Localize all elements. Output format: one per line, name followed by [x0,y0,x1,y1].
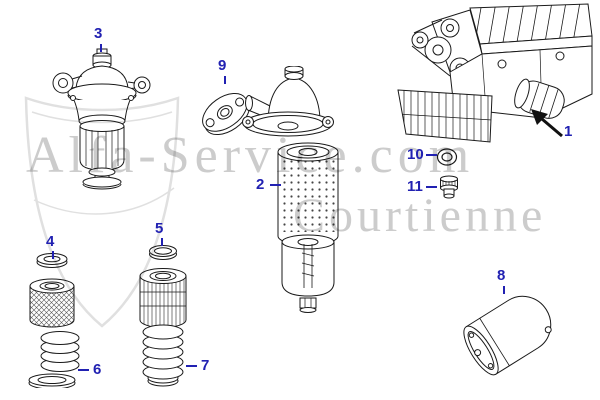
watermark-text-line1: Alfa-Service.com [26,127,475,184]
part-9-gasket-drawing [198,86,254,142]
leader-line-10 [426,154,437,156]
part-2-filter-element-drawing [268,138,348,318]
part-11-plug-drawing [436,174,462,202]
part-label-8: 8 [497,267,506,284]
leader-line-6 [78,369,89,371]
part-label-9: 9 [218,57,227,74]
part-label-10: 10 [407,146,424,163]
shield-watermark [24,96,180,328]
filter-housing-cover-drawing [238,66,338,141]
part-10-seal-ring-drawing [434,146,460,168]
leader-line-7 [186,365,197,367]
part-7-spring-drawing [132,320,194,388]
leader-line-4 [52,251,54,259]
leader-line-3 [100,44,102,52]
part-label-11: 11 [407,178,423,195]
part-5-filter-element-drawing [134,240,192,335]
watermark-text-line2: Courtienne [293,189,547,242]
part-6-spring-drawing [22,328,88,388]
leader-line-11 [426,186,437,188]
part-3-fuel-pump-drawing [48,48,158,193]
part-1-pointer-arrow-icon [531,109,563,138]
leader-line-5 [161,238,163,246]
leader-line-2 [270,184,281,186]
part-4-filter-element-drawing [24,250,80,335]
part-label-5: 5 [155,220,164,237]
leader-line-9 [224,76,226,84]
part-label-7: 7 [201,357,210,374]
part-label-1: 1 [564,123,573,140]
leader-line-8 [503,286,505,294]
part-8-spin-on-filter-drawing [452,283,567,383]
part-label-4: 4 [46,233,55,250]
part-label-2: 2 [256,176,265,193]
part-1-engine-drawing [390,2,595,150]
part-label-6: 6 [93,361,102,378]
part-label-3: 3 [94,25,103,42]
